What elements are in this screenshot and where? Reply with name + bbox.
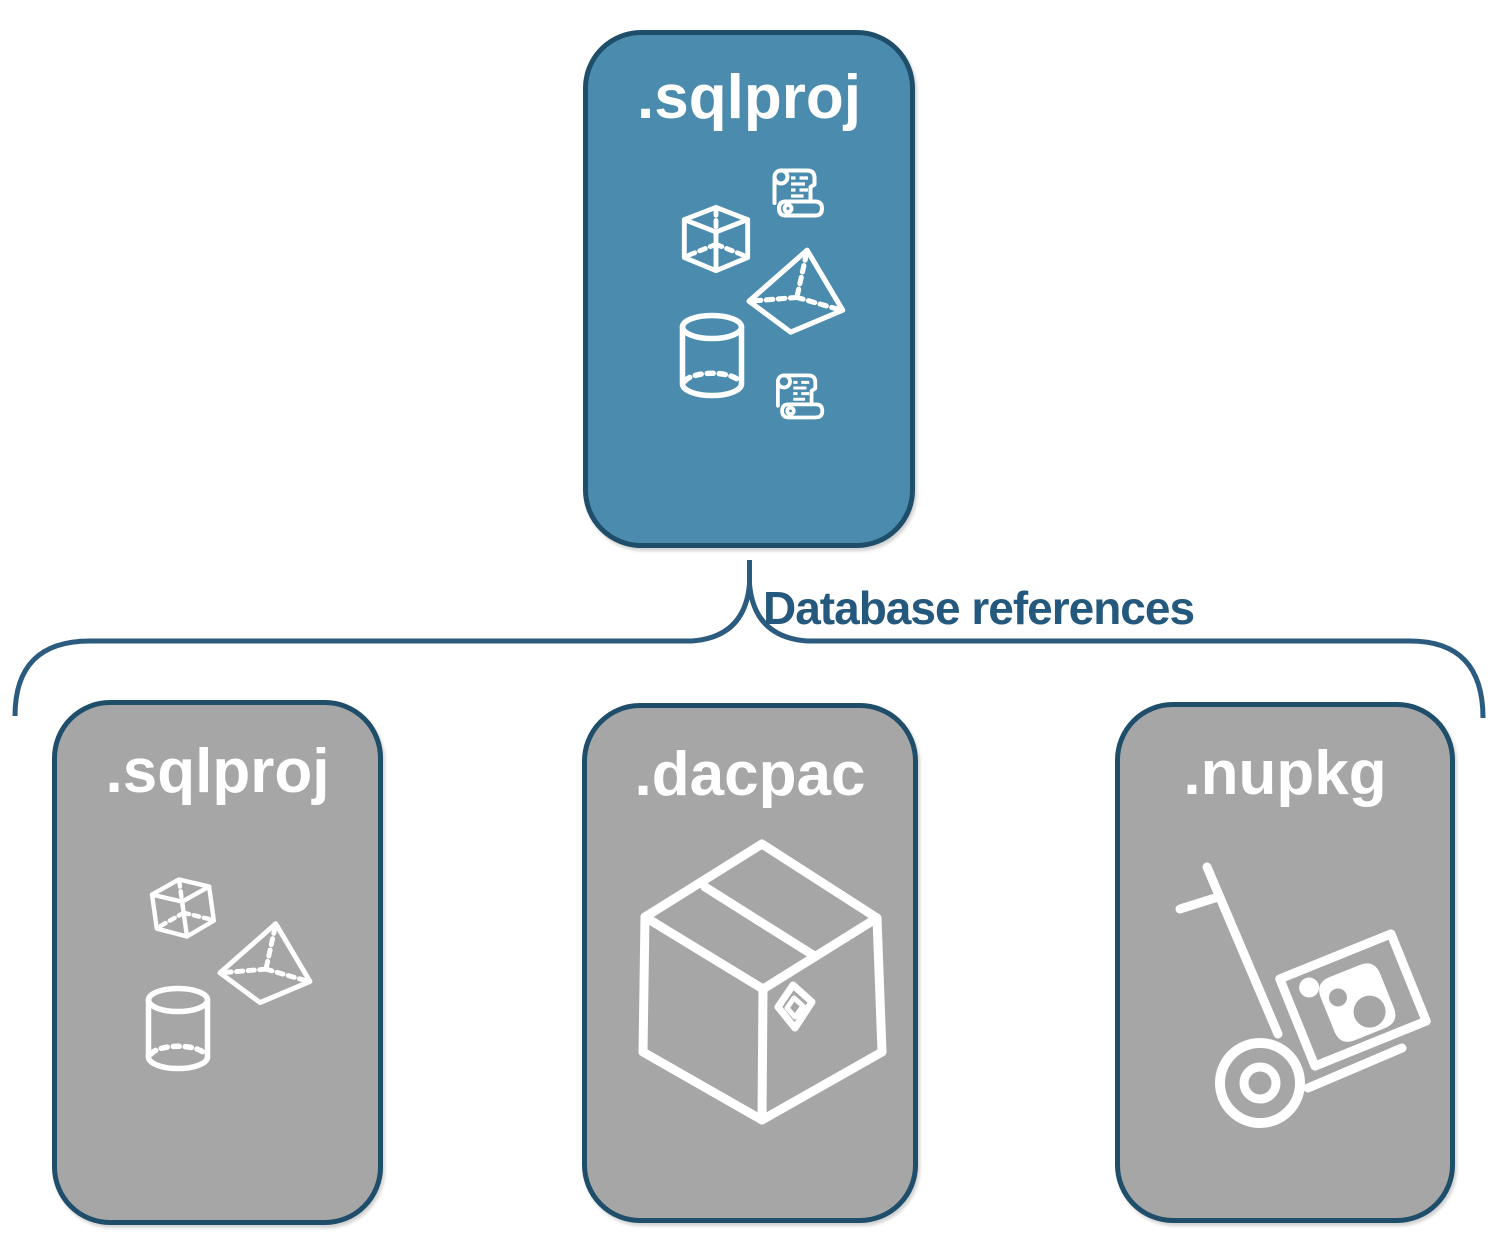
- scroll-icon: [776, 373, 825, 420]
- child-card-nupkg: .nupkg: [1115, 702, 1455, 1223]
- hand-truck-icon: [1175, 862, 1431, 1128]
- child-card-title: .dacpac: [634, 740, 866, 809]
- child-card-dacpac: .dacpac: [582, 703, 918, 1223]
- cube-icon: [149, 877, 217, 939]
- connector-label: Database references: [763, 582, 1195, 634]
- cylinder-icon: [679, 312, 745, 399]
- root-card-title: .sqlproj: [637, 63, 861, 132]
- child-card-title: .nupkg: [1183, 739, 1387, 808]
- cube-icon: [681, 204, 751, 274]
- cylinder-icon: [145, 985, 211, 1072]
- pyramid-icon: [217, 921, 313, 1006]
- package-box-icon: [638, 839, 887, 1125]
- nuget-package-icon: [1275, 929, 1431, 1071]
- root-card-sqlproj: .sqlproj: [583, 30, 915, 548]
- scroll-icon: [772, 168, 824, 218]
- child-card-title: .sqlproj: [105, 737, 330, 806]
- pyramid-icon: [746, 247, 846, 335]
- child-card-sqlproj: .sqlproj: [52, 700, 383, 1225]
